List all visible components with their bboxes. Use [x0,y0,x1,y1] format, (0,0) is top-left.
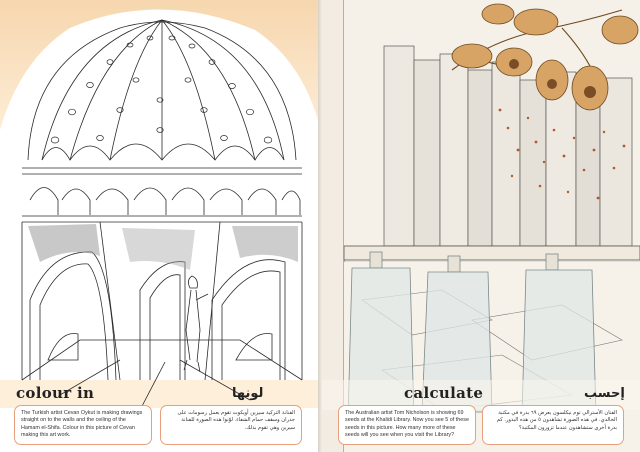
page-gutter [318,0,322,452]
calculate-caption-arabic: الفنان الأسترالي توم نيكلسون يعرض ٦٩ بذر… [482,405,624,445]
calculate-caption-english: The Australian artist Tom Nicholson is s… [338,405,476,445]
colour-in-heading: colour in [16,384,95,402]
hamam-dome-coloring-illustration [0,0,318,452]
right-page: calculate إحسب The Australian artist Tom… [322,0,640,452]
left-page: colour in لونها The Turkish artist Cevan… [0,0,318,452]
calculate-heading: calculate [404,384,484,402]
colour-in-heading-arabic: لونها [232,386,264,401]
colour-in-caption-arabic: الفنانة التركية سيرين أويكوت تقوم بعمل ر… [160,405,302,445]
library-seeds-illustration [322,0,640,452]
colour-in-caption-english: The Turkish artist Cevan Oykut is making… [14,405,152,445]
calculate-heading-arabic: إحسب [584,386,625,401]
